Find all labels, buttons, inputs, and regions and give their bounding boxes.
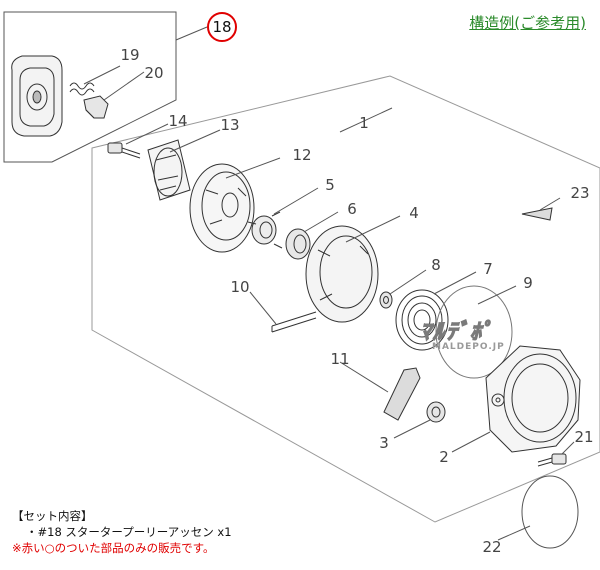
part-12-pulley — [189, 163, 255, 253]
part-7-recoil-spring — [395, 289, 449, 351]
part-number: 13 — [220, 116, 239, 134]
part-21-screw — [537, 453, 567, 467]
part-14-bolt — [107, 142, 141, 159]
part-5-collar — [247, 211, 283, 249]
part-18-starter-pulley — [11, 55, 63, 137]
part-number: 6 — [347, 200, 357, 218]
part-number: 3 — [379, 434, 389, 452]
part-2-housing — [485, 345, 581, 453]
part-10-rope — [271, 311, 317, 333]
part-19-pawl — [83, 95, 109, 119]
part-number: 18 — [212, 18, 231, 36]
part-number: 8 — [431, 256, 441, 274]
part-number: 4 — [409, 204, 419, 222]
part-number: 14 — [168, 112, 187, 130]
part-6-ring — [285, 228, 311, 260]
sale-note: ※赤い○のついた部品のみの販売です。 — [12, 541, 215, 555]
assembly-frame — [91, 75, 600, 523]
part-number: 23 — [570, 184, 589, 202]
part-4-reel — [305, 225, 379, 323]
part-23-label — [521, 207, 553, 221]
part-11-ratchet — [383, 367, 421, 421]
watermark-text: MALDEPO.JP — [432, 342, 505, 352]
part-number-labels: 18 19 20 14 13 12 5 6 4 1 10 8 7 9 11 3 … — [120, 18, 593, 556]
part-number: 11 — [330, 350, 349, 368]
part-number: 1 — [359, 114, 369, 132]
part-number: 22 — [482, 538, 501, 556]
part-number: 7 — [483, 260, 493, 278]
part-22-cap — [521, 475, 579, 549]
part-number: 9 — [523, 274, 533, 292]
diagram-title: 構造例(ご参考用) — [469, 14, 586, 32]
set-contents: 【セット内容】 ・#18 スタータープーリーアッセン x1 ※赤い○のついた部品… — [12, 508, 232, 556]
part-number: 10 — [230, 278, 249, 296]
inset-frame — [3, 11, 177, 163]
part-3-nut — [426, 401, 446, 423]
set-contents-heading: 【セット内容】 — [12, 509, 93, 523]
leader-lines — [83, 65, 575, 541]
part-number: 5 — [325, 176, 335, 194]
part-number: 2 — [439, 448, 449, 466]
part-number: 20 — [144, 64, 163, 82]
part-8-washer — [379, 291, 393, 309]
part-number: 21 — [574, 428, 593, 446]
set-contents-item: ・#18 スタータープーリーアッセン x1 — [26, 525, 232, 539]
part-20-spring — [69, 82, 95, 96]
part-13-hub — [147, 139, 191, 201]
highlight-circle — [207, 12, 237, 42]
part-9-plate — [435, 285, 513, 379]
part-number: 19 — [120, 46, 139, 64]
part-number: 12 — [292, 146, 311, 164]
watermark-logo: ﾏﾙﾃﾞﾎﾟ — [419, 320, 495, 346]
